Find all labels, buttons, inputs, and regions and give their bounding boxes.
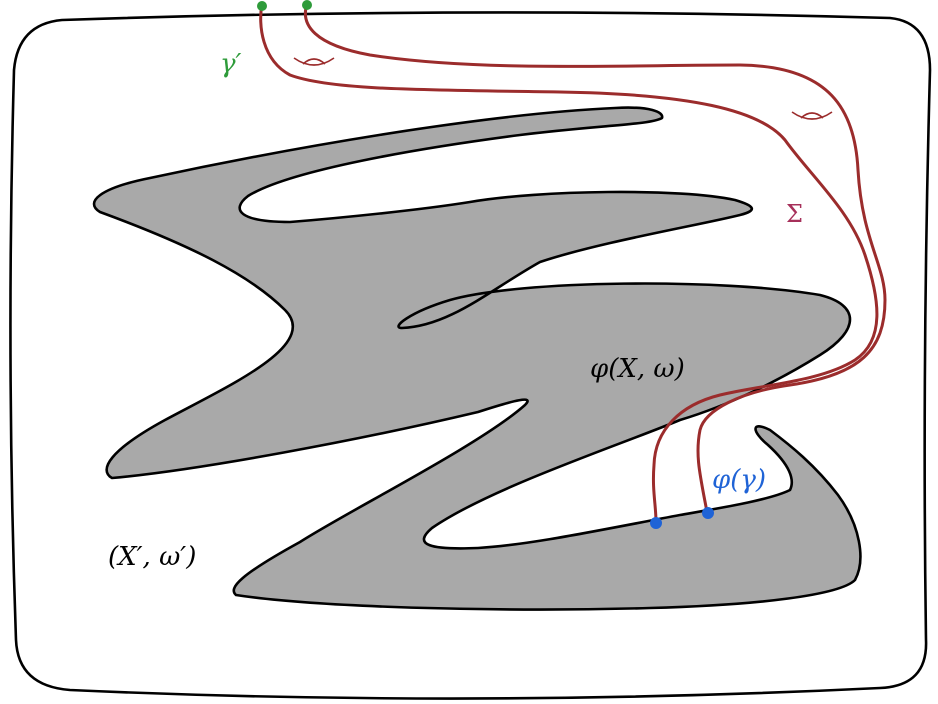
handle-icon: [293, 57, 335, 66]
gamma-image-endpoint-dot-icon: [650, 517, 662, 529]
label-gamma-image: φ(γ): [712, 465, 766, 495]
embedded-region: [92, 106, 862, 611]
label-embedded-image: φ(X, ω): [590, 354, 685, 384]
handle-icon: [791, 111, 833, 120]
label-ambient-manifold: (X′, ω′): [108, 542, 196, 572]
label-surface: Σ: [786, 200, 803, 228]
surface-outer-strand: [303, 3, 887, 513]
label-gamma-prime: γ′: [220, 49, 242, 79]
gamma-image-endpoint-dot-icon: [702, 507, 714, 519]
surface-inner-strand: [259, 3, 879, 523]
ambient-manifold-boundary: [9, 11, 932, 700]
gamma-prime-endpoint-dot-icon: [257, 1, 267, 11]
gamma-prime-endpoint-dot-icon: [302, 0, 312, 10]
